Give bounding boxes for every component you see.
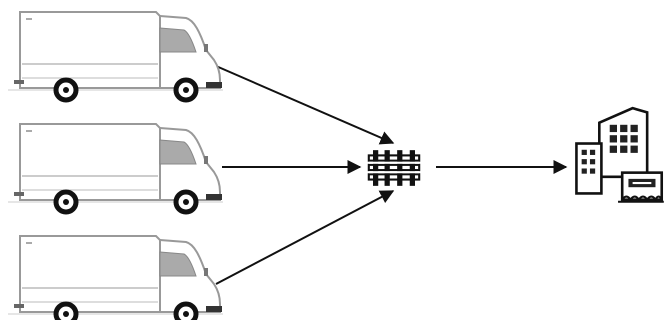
van-3-icon [8,236,223,320]
edge-van-3-to-hub [215,190,395,285]
edge-van-1-to-hub [215,65,395,145]
van-2-icon [8,124,223,212]
buildings-icon [575,106,664,204]
van-1-icon [8,12,223,100]
rail-junction-icon [367,149,421,187]
